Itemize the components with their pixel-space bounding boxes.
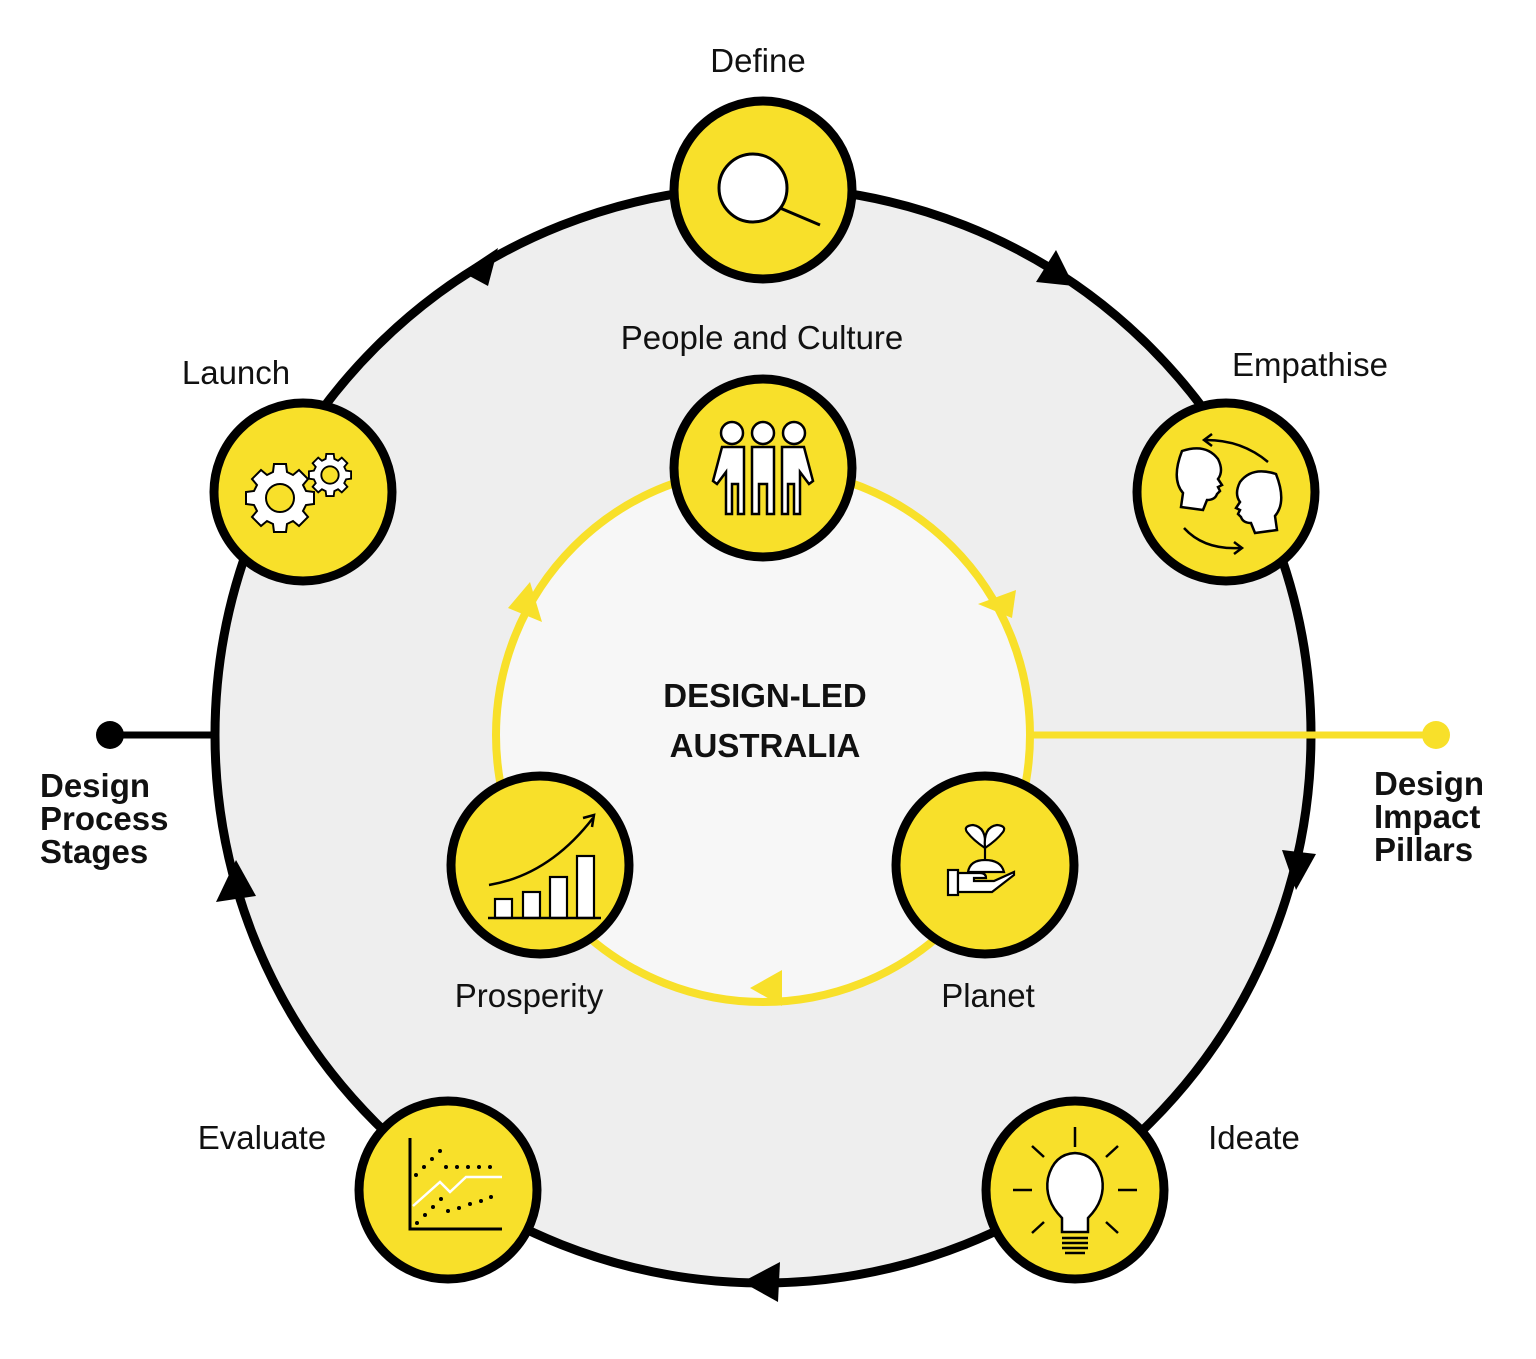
pillars-legend-dot: [1422, 721, 1450, 749]
process-arrow-evaluate-launch: [216, 860, 256, 902]
process-arrow-launch-define: [462, 248, 498, 286]
pillar-label-prosperity: Prosperity: [455, 977, 604, 1014]
pillar-label-people-and-culture: People and Culture: [621, 319, 904, 356]
growth-bar-chart-icon: [488, 813, 601, 920]
stage-label-define: Define: [710, 42, 805, 79]
process-legend-dot: [96, 721, 124, 749]
two-heads-exchange-icon: [1175, 433, 1283, 555]
stage-label-launch: Launch: [182, 354, 290, 391]
pillar-planet: Planet: [891, 771, 1079, 1014]
scatter-chart-icon: [408, 1138, 502, 1231]
stage-label-ideate: Ideate: [1208, 1119, 1300, 1156]
stage-empathise: Empathise: [1132, 346, 1388, 586]
center-title-line2: AUSTRALIA: [670, 727, 861, 764]
stage-launch: Launch: [182, 354, 397, 586]
pillar-people-and-culture: People and Culture: [621, 319, 904, 562]
pillars-legend-line2: Impact: [1374, 798, 1480, 835]
stage-define: Define: [669, 42, 857, 284]
people-group-icon: [711, 420, 815, 516]
pillar-prosperity: Prosperity: [446, 771, 634, 1014]
process-arrow-define-empathise: [1036, 250, 1074, 286]
process-legend-line1: Design: [40, 767, 150, 804]
pillars-arrow-people-planet: [978, 590, 1016, 618]
pillars-arrow-planet-prosperity: [750, 970, 782, 1006]
process-arrow-empathise-ideate: [1282, 850, 1316, 890]
stage-ideate: Ideate: [981, 1096, 1300, 1284]
lightbulb-icon: [1013, 1127, 1137, 1255]
center-title-line1: DESIGN-LED: [663, 677, 867, 714]
pillars-legend-line3: Pillars: [1374, 831, 1473, 868]
pillars-legend-line1: Design: [1374, 765, 1484, 802]
magnifier-icon: [717, 152, 821, 227]
pillars-arrow-prosperity-people: [508, 582, 542, 622]
pillar-label-planet: Planet: [941, 977, 1035, 1014]
process-arrow-ideate-evaluate: [742, 1262, 780, 1302]
stage-label-empathise: Empathise: [1232, 346, 1388, 383]
gears-icon: [245, 452, 353, 533]
hand-seedling-icon: [946, 823, 1016, 897]
process-legend-line2: Process: [40, 800, 168, 837]
stage-evaluate: Evaluate: [198, 1096, 542, 1284]
stage-label-evaluate: Evaluate: [198, 1119, 326, 1156]
process-legend-line3: Stages: [40, 833, 148, 870]
